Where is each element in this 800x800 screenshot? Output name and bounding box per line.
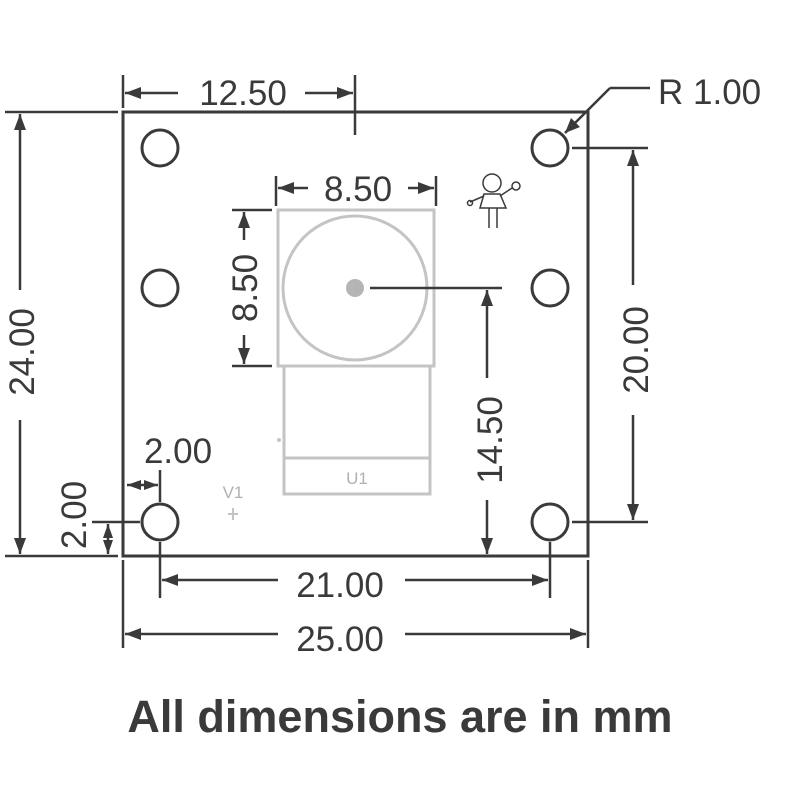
svg-text:2.00: 2.00 — [55, 481, 94, 549]
component-marker — [228, 508, 238, 520]
camera-module: U1 — [276, 208, 436, 496]
svg-text:14.50: 14.50 — [471, 396, 510, 484]
module-label: U1 — [346, 469, 368, 488]
units-note: All dimensions are in mm — [127, 691, 672, 742]
figure-logo-icon — [466, 173, 521, 228]
pin-marker — [277, 438, 281, 442]
dim-center-offset-x: 12.50 — [121, 74, 357, 135]
dim-hole-radius: R 1.00 — [564, 73, 761, 134]
svg-text:21.00: 21.00 — [296, 566, 384, 605]
mounting-hole-bottom-left — [140, 502, 180, 542]
lens-center-dot — [346, 279, 364, 297]
mounting-hole-mid-left — [140, 268, 180, 308]
mounting-hole-top-right — [530, 128, 570, 168]
dim-board-width: 25.00 — [121, 560, 590, 659]
mounting-hole-mid-right — [530, 268, 570, 308]
svg-text:R 1.00: R 1.00 — [658, 73, 761, 112]
dim-center-offset-y: 14.50 — [370, 286, 510, 554]
svg-text:12.50: 12.50 — [199, 74, 287, 113]
mounting-hole-top-left — [140, 128, 180, 168]
dim-edge-offset-x: 2.00 — [127, 432, 212, 502]
dim-lens-width: 8.50 — [274, 170, 438, 209]
svg-text:25.00: 25.00 — [296, 620, 384, 659]
component-label: V1 — [223, 483, 244, 502]
svg-text:2.00: 2.00 — [144, 432, 212, 471]
dim-board-height: 24.00 — [3, 110, 118, 558]
dim-hole-span-y: 20.00 — [572, 146, 656, 524]
svg-text:20.00: 20.00 — [617, 306, 656, 394]
svg-text:8.50: 8.50 — [324, 170, 392, 209]
dim-edge-offset-y: 2.00 — [55, 481, 140, 554]
svg-text:24.00: 24.00 — [3, 308, 42, 396]
module-label-box — [282, 456, 432, 496]
dim-lens-height: 8.50 — [226, 208, 272, 368]
svg-text:8.50: 8.50 — [226, 254, 265, 322]
module-body — [282, 364, 432, 460]
dim-hole-span-x: 21.00 — [158, 542, 552, 605]
mounting-hole-bottom-right — [530, 502, 570, 542]
